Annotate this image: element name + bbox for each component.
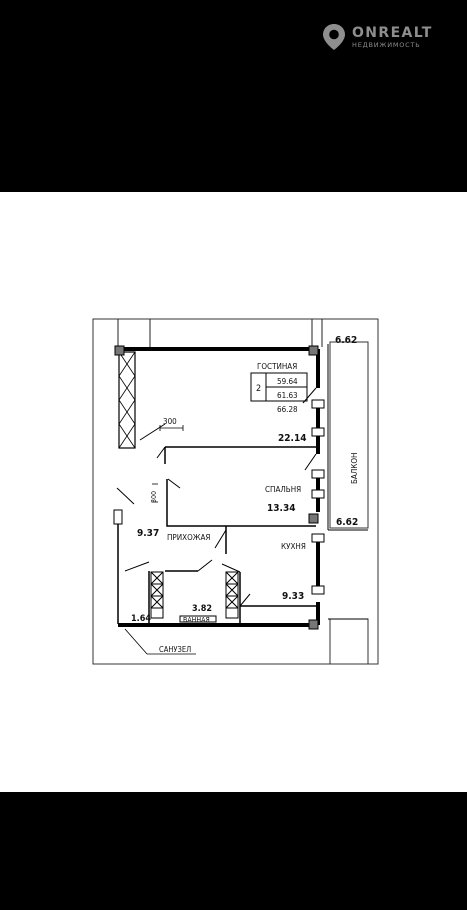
balcony-area-top: 6.62 (335, 335, 357, 346)
hall-area: 9.37 (137, 528, 159, 539)
wc-label: САНУЗЕЛ (159, 645, 191, 654)
door-dimension-2: 300 (150, 491, 158, 503)
dimension-markers (152, 425, 184, 503)
floor-plan: 2 59.64 61.63 66.28 ГОСТИНАЯ 22.14 СПАЛЬ… (92, 318, 379, 665)
wc-label-callout: САНУЗЕЛ (124, 628, 196, 655)
brand-name: ONREALT (352, 24, 433, 41)
brand-tagline: НЕДВИЖИМОСТЬ (352, 40, 421, 49)
right-window-units (113, 399, 325, 595)
bedroom-area: 13.34 (267, 503, 295, 514)
bath-fixtures (150, 571, 239, 623)
living-room-area: 22.14 (278, 433, 306, 444)
wc-area: 1.64 (131, 614, 151, 624)
balcony-outline (327, 344, 368, 620)
map-pin-icon (323, 24, 345, 50)
kitchen-label: КУХНЯ (281, 542, 306, 551)
summary-box: 2 59.64 61.63 66.28 (250, 372, 308, 414)
door-swings (116, 387, 317, 607)
bath-label: ВАННАЯ (183, 616, 210, 624)
door-dimension-1: 300 (163, 417, 177, 426)
wall-columns (114, 345, 319, 630)
balcony-area-bottom: 6.62 (336, 517, 358, 528)
bath-area: 3.82 (192, 604, 212, 614)
room-labels: ГОСТИНАЯ 22.14 СПАЛЬНЯ 13.34 9.37 ПРИХОЖ… (124, 335, 359, 655)
kitchen-area: 9.33 (282, 591, 304, 602)
hall-label: ПРИХОЖАЯ (167, 533, 210, 542)
summary-area-3: 66.28 (277, 405, 298, 414)
summary-area-1: 59.64 (277, 377, 298, 386)
bedroom-label: СПАЛЬНЯ (265, 485, 301, 494)
upper-wall-stubs (117, 319, 323, 347)
summary-area-2: 61.63 (277, 391, 298, 400)
rooms-count: 2 (256, 384, 261, 394)
floor-plan-sheet: 2 59.64 61.63 66.28 ГОСТИНАЯ 22.14 СПАЛЬ… (0, 192, 467, 792)
brand-logo: ONREALT НЕДВИЖИМОСТЬ (322, 22, 433, 52)
living-room-label: ГОСТИНАЯ (257, 362, 297, 371)
plan-outline (92, 318, 379, 665)
balcony-label: БАЛКОН (350, 453, 359, 484)
left-wall-panel (118, 351, 136, 449)
brand-text: ONREALT НЕДВИЖИМОСТЬ (352, 24, 433, 49)
